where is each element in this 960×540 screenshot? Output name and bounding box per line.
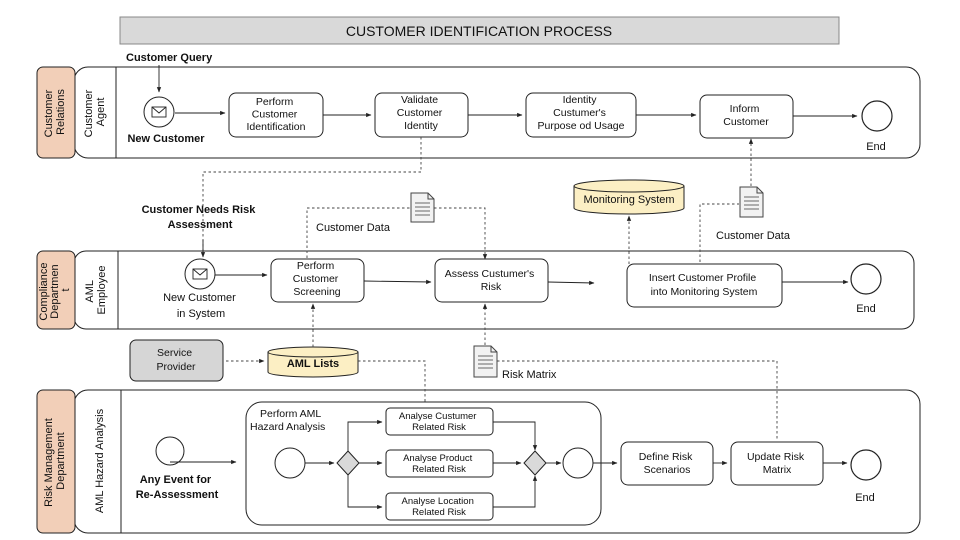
document-icon bbox=[410, 192, 435, 223]
task-analyse-customer-risk: Analyse Custumer Related Risk bbox=[385, 407, 494, 436]
database-icon: AML Lists bbox=[267, 346, 359, 378]
task-identify-purpose: Identity Custumer's Purpose od Usage bbox=[525, 92, 637, 138]
task-perform-customer-screening: Perform Customer Screening bbox=[270, 258, 365, 303]
start-label-lane2: New Customer in System bbox=[163, 292, 239, 320]
document-icon bbox=[739, 186, 764, 218]
task-update-risk-matrix: Update Risk Matrix bbox=[730, 441, 824, 486]
svg-text:Update Risk Matrix: Update Risk Matrix bbox=[747, 451, 807, 476]
parallel-gateway-icon bbox=[523, 450, 547, 476]
task-assess-customer-risk: Assess Custumer's Risk bbox=[434, 258, 549, 303]
department-name: Compliance Departmen t bbox=[38, 259, 72, 320]
end-event-lane2 bbox=[850, 263, 882, 295]
svg-text:Identity Custumer's: Identity Custumer's Purpose od Usage bbox=[538, 94, 625, 132]
start-label-lane3: Any Event for Re-Assessment bbox=[136, 474, 219, 501]
customer-query-label: Customer Query bbox=[126, 52, 213, 64]
svg-text:Inform Customer: Inform Customer bbox=[723, 103, 769, 128]
end-event-lane3 bbox=[850, 449, 882, 481]
end-label: End bbox=[856, 303, 876, 315]
end-label: End bbox=[855, 492, 875, 504]
title-banner: CUSTOMER IDENTIFICATION PROCESS bbox=[119, 16, 840, 45]
svg-text:Service Provider: Service Provider bbox=[156, 347, 196, 373]
document-icon bbox=[473, 345, 498, 378]
subprocess-start-event bbox=[274, 447, 306, 479]
start-label: New Customer bbox=[127, 133, 205, 145]
task-analyse-product-risk: Analyse Product Related Risk bbox=[385, 449, 494, 478]
role-name: AML Employee bbox=[84, 266, 108, 315]
svg-text:Define Risk Scenarios: Define Risk Scenarios bbox=[639, 451, 696, 476]
task-insert-customer-profile: Insert Customer Profile into Monitoring … bbox=[626, 263, 783, 308]
svg-text:Analyse Product Related: Analyse Product Related Risk bbox=[403, 453, 475, 475]
role-name: AML Hazard Analysis bbox=[94, 408, 106, 513]
svg-text:Perform Customer S: Perform Customer Screening bbox=[293, 260, 341, 298]
task-validate-customer-identity: Validate Customer Identity bbox=[374, 92, 469, 138]
customer-needs-risk-assessment-label: Customer Needs Risk Assessment bbox=[142, 204, 259, 231]
customer-data-label-left: Customer Data bbox=[316, 222, 391, 234]
aml-lists-label: AML Lists bbox=[287, 358, 339, 370]
task-perform-customer-identification: Perform Customer Identification bbox=[228, 92, 324, 138]
task-analyse-location-risk: Analyse Location Related Risk bbox=[385, 492, 494, 521]
svg-text:Perform Customer I: Perform Customer Identification bbox=[247, 96, 306, 133]
end-event-lane1 bbox=[861, 100, 893, 132]
role-name: Customer Agent bbox=[83, 87, 107, 138]
svg-text:Insert Customer Profile: Insert Customer Profile into Monitoring … bbox=[649, 272, 759, 298]
task-define-risk-scenarios: Define Risk Scenarios bbox=[620, 441, 714, 486]
svg-text:Assess Custumer's Risk: Assess Custumer's Risk bbox=[445, 268, 537, 293]
database-icon: Monitoring System bbox=[573, 179, 685, 215]
svg-text:Analyse Location Related: Analyse Location Related Risk bbox=[402, 496, 477, 518]
svg-text:Validate Customer: Validate Customer Identity bbox=[397, 94, 445, 132]
start-event-new-customer-in-system bbox=[184, 258, 216, 290]
department-name: Risk Management Department bbox=[43, 415, 67, 507]
start-event-new-customer bbox=[143, 96, 175, 128]
department-label-box bbox=[36, 66, 76, 159]
department-name: Customer Relations bbox=[43, 87, 67, 138]
envelope-icon bbox=[151, 106, 167, 118]
subprocess-end-event bbox=[562, 447, 594, 479]
task-inform-customer: Inform Customer bbox=[699, 94, 794, 139]
subprocess-label: Perform AML Hazard Analysis bbox=[250, 408, 325, 433]
end-label: End bbox=[866, 141, 886, 153]
department-label-box bbox=[36, 389, 76, 534]
start-event-any-event bbox=[155, 436, 185, 466]
svg-text:Analyse Custumer Related: Analyse Custumer Related Risk bbox=[399, 411, 479, 433]
department-label-box bbox=[36, 250, 76, 330]
diagram-title: CUSTOMER IDENTIFICATION PROCESS bbox=[346, 23, 612, 39]
customer-data-label-right: Customer Data bbox=[716, 230, 791, 242]
risk-matrix-label: Risk Matrix bbox=[502, 369, 557, 381]
envelope-icon bbox=[192, 268, 208, 280]
service-provider-box: Service Provider bbox=[129, 339, 224, 382]
monitoring-system-label: Monitoring System bbox=[583, 194, 674, 206]
